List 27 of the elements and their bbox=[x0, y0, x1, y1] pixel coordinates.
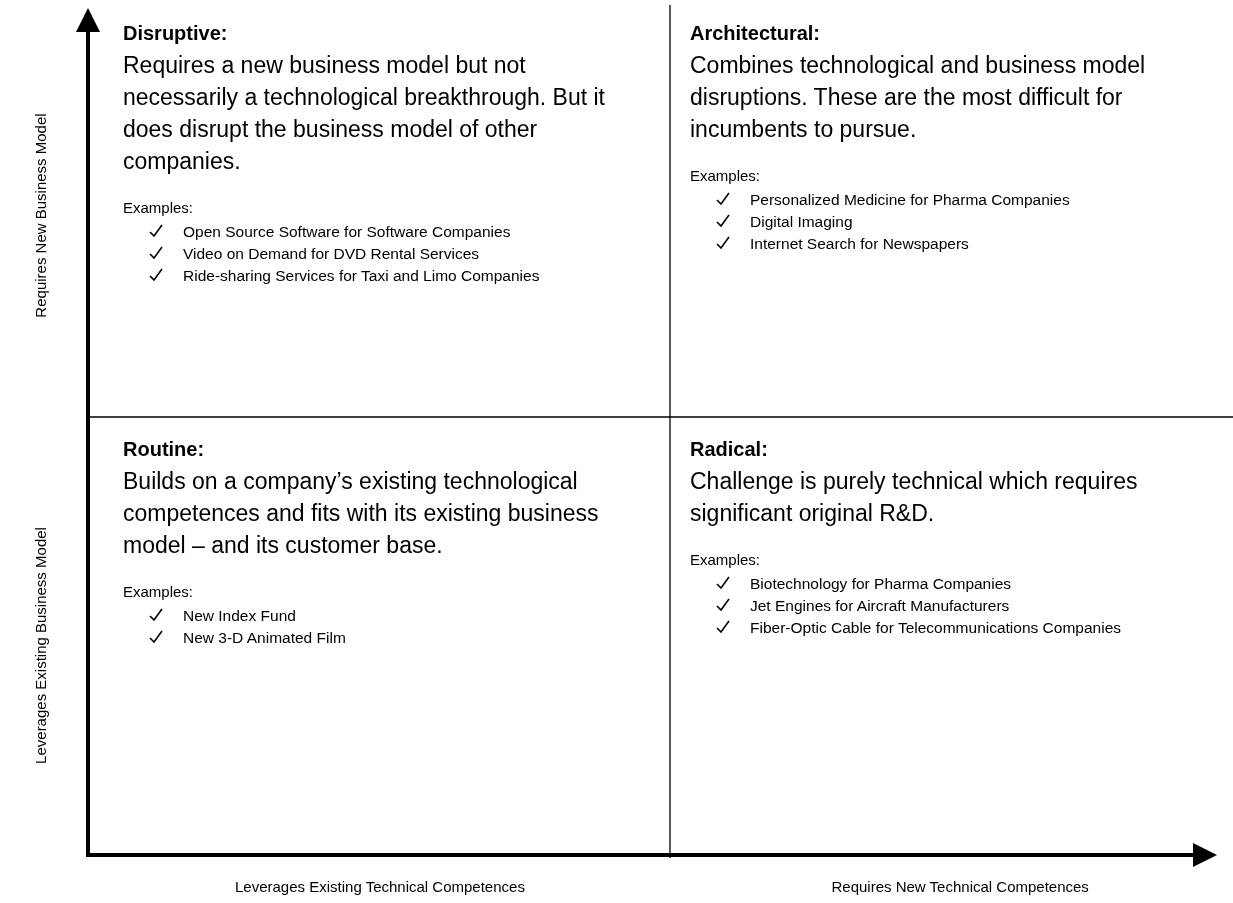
example-item: Personalized Medicine for Pharma Companies bbox=[750, 191, 1070, 208]
quadrant-description: Requires a new business model but not necessarily a technological breakthrough. But it does disrupt the business model of other companies. bbox=[123, 51, 606, 176]
example-item: New Index Fund bbox=[183, 607, 296, 624]
quadrant-heading: Architectural: bbox=[690, 22, 821, 45]
example-item: Video on Demand for DVD Rental Services bbox=[183, 245, 480, 262]
examples-label: Examples: bbox=[690, 551, 761, 568]
example-item: Jet Engines for Aircraft Manufacturers bbox=[750, 597, 1010, 614]
quadrant-description: Builds on a company’s existing technological competences and fits with its existing business model – and its customer base. bbox=[123, 467, 600, 560]
axis-label: Leverages Existing Technical Competences bbox=[235, 877, 525, 895]
example-item: Open Source Software for Software Companies bbox=[183, 223, 511, 240]
quadrant-heading: Disruptive: bbox=[123, 22, 228, 45]
quadrant-heading: Radical: bbox=[690, 438, 768, 461]
example-item: Biotechnology for Pharma Companies bbox=[750, 575, 1012, 592]
example-item: Ride-sharing Services for Taxi and Limo Companies bbox=[183, 267, 540, 284]
examples-label: Examples: bbox=[123, 583, 194, 600]
examples-label: Examples: bbox=[690, 167, 761, 184]
example-item: New 3-D Animated Film bbox=[183, 629, 346, 646]
quadrant-description: Challenge is purely technical which requires significant original R&D. bbox=[690, 467, 1139, 528]
axis-label: Leverages Existing Business Model bbox=[31, 526, 49, 764]
quadrant-description: Combines technological and business model disruptions. These are the most difficult for incumbents to pursue. bbox=[690, 51, 1147, 144]
axis-label: Requires New Technical Competences bbox=[831, 877, 1089, 895]
example-item: Internet Search for Newspapers bbox=[750, 235, 969, 252]
example-item: Fiber-Optic Cable for Telecommunications Companies bbox=[750, 619, 1121, 636]
axis-label: Requires New Business Model bbox=[31, 112, 49, 318]
examples-label: Examples: bbox=[123, 199, 194, 216]
example-item: Digital Imaging bbox=[750, 213, 853, 230]
quadrant-heading: Routine: bbox=[123, 438, 205, 461]
